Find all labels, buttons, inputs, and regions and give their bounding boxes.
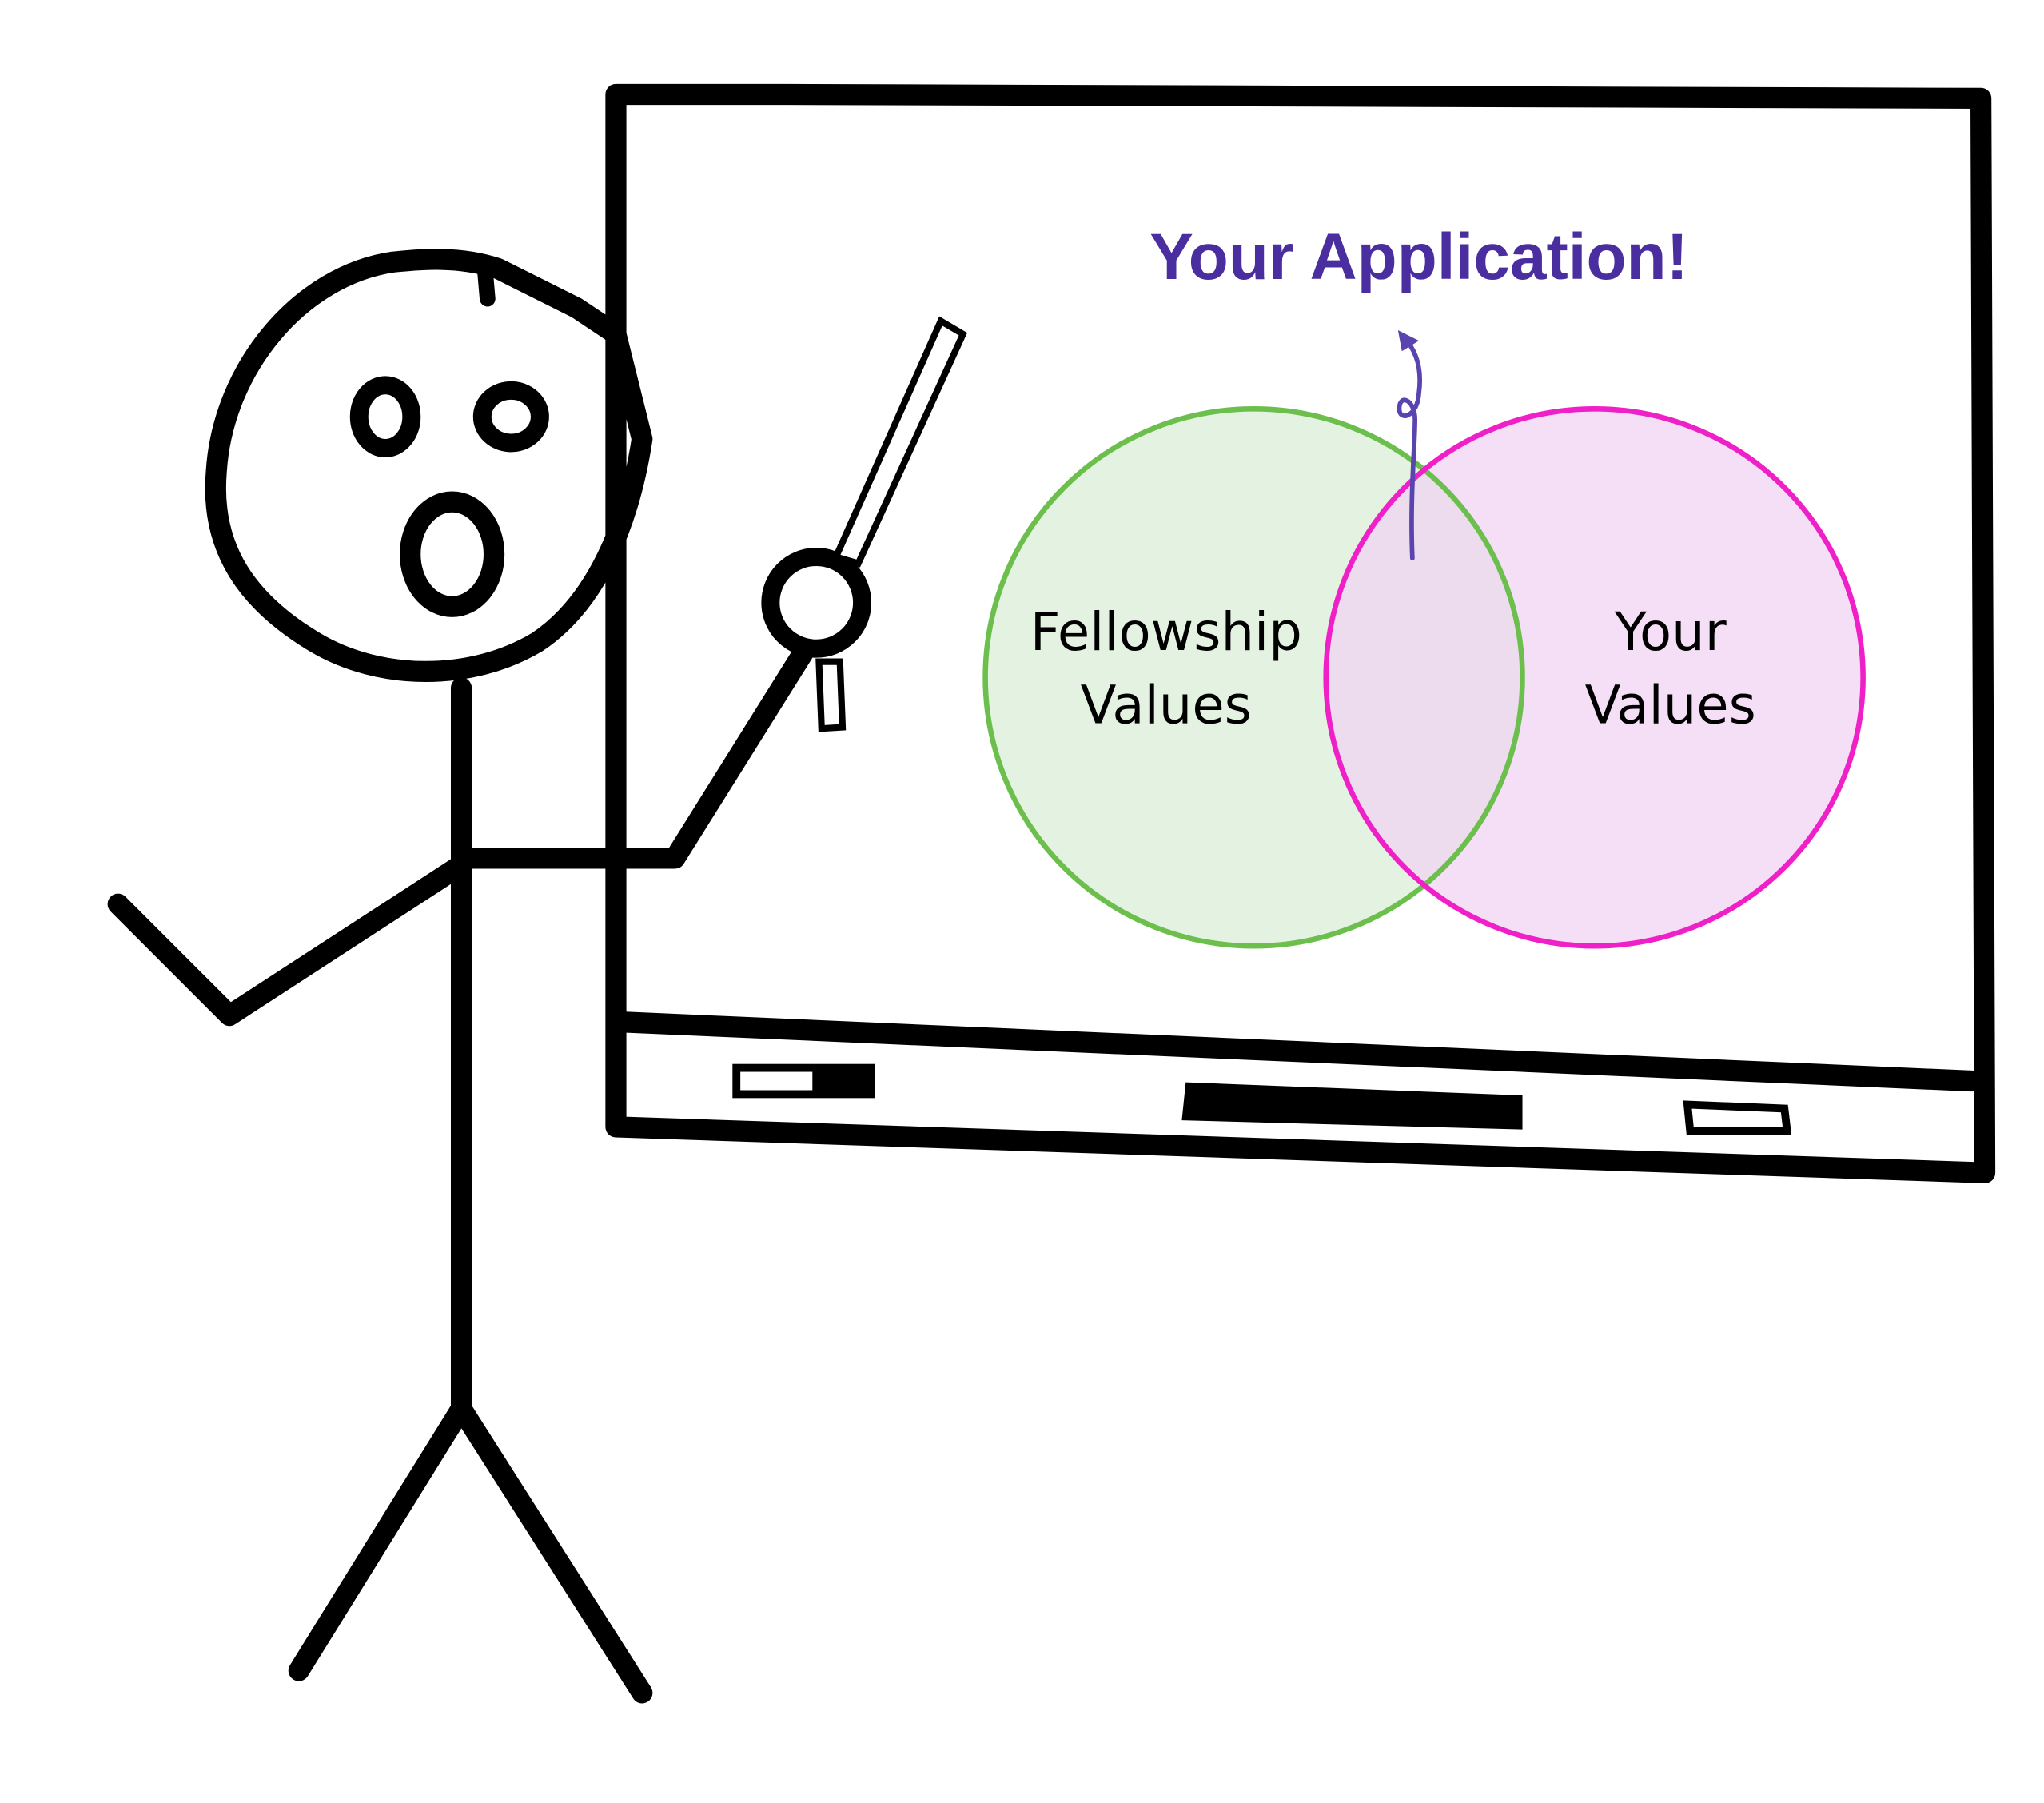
tray-eraser-left-shade bbox=[812, 1067, 872, 1095]
pointer-handle bbox=[815, 658, 847, 732]
tray-marker-right bbox=[1683, 1100, 1792, 1135]
venn-circle-yours-outline bbox=[1323, 406, 1866, 949]
your-values-label-line1: Your bbox=[1614, 602, 1727, 663]
head bbox=[205, 249, 653, 682]
left-eye bbox=[349, 376, 421, 457]
fellowship-label-line1: Fellowship bbox=[1030, 602, 1302, 663]
mouth bbox=[400, 491, 505, 617]
venn-circle-fellowship-outline bbox=[982, 406, 1525, 949]
pointer-stick bbox=[831, 316, 968, 568]
legs bbox=[288, 1398, 653, 1704]
hand-highlight bbox=[794, 581, 831, 619]
right-arm bbox=[450, 638, 817, 869]
whiteboard bbox=[605, 83, 1996, 1183]
fellowship-label-line2: Values bbox=[1081, 676, 1252, 736]
whiteboard-frame bbox=[605, 83, 1996, 1183]
hair-tuft bbox=[476, 261, 496, 307]
tray-marker-center bbox=[1181, 1082, 1523, 1130]
venn-diagram: Fellowship Values Your Values bbox=[982, 406, 1866, 949]
title-text: Your Application! bbox=[1150, 221, 1688, 293]
right-eye bbox=[472, 381, 549, 453]
left-arm bbox=[107, 854, 472, 1027]
stick-figure bbox=[107, 249, 968, 1704]
whiteboard-tray-line bbox=[612, 1011, 1982, 1092]
arrow-up-icon bbox=[1397, 329, 1423, 561]
your-values-label-line2: Values bbox=[1585, 676, 1756, 736]
venn-circle-yours bbox=[1325, 409, 1863, 947]
